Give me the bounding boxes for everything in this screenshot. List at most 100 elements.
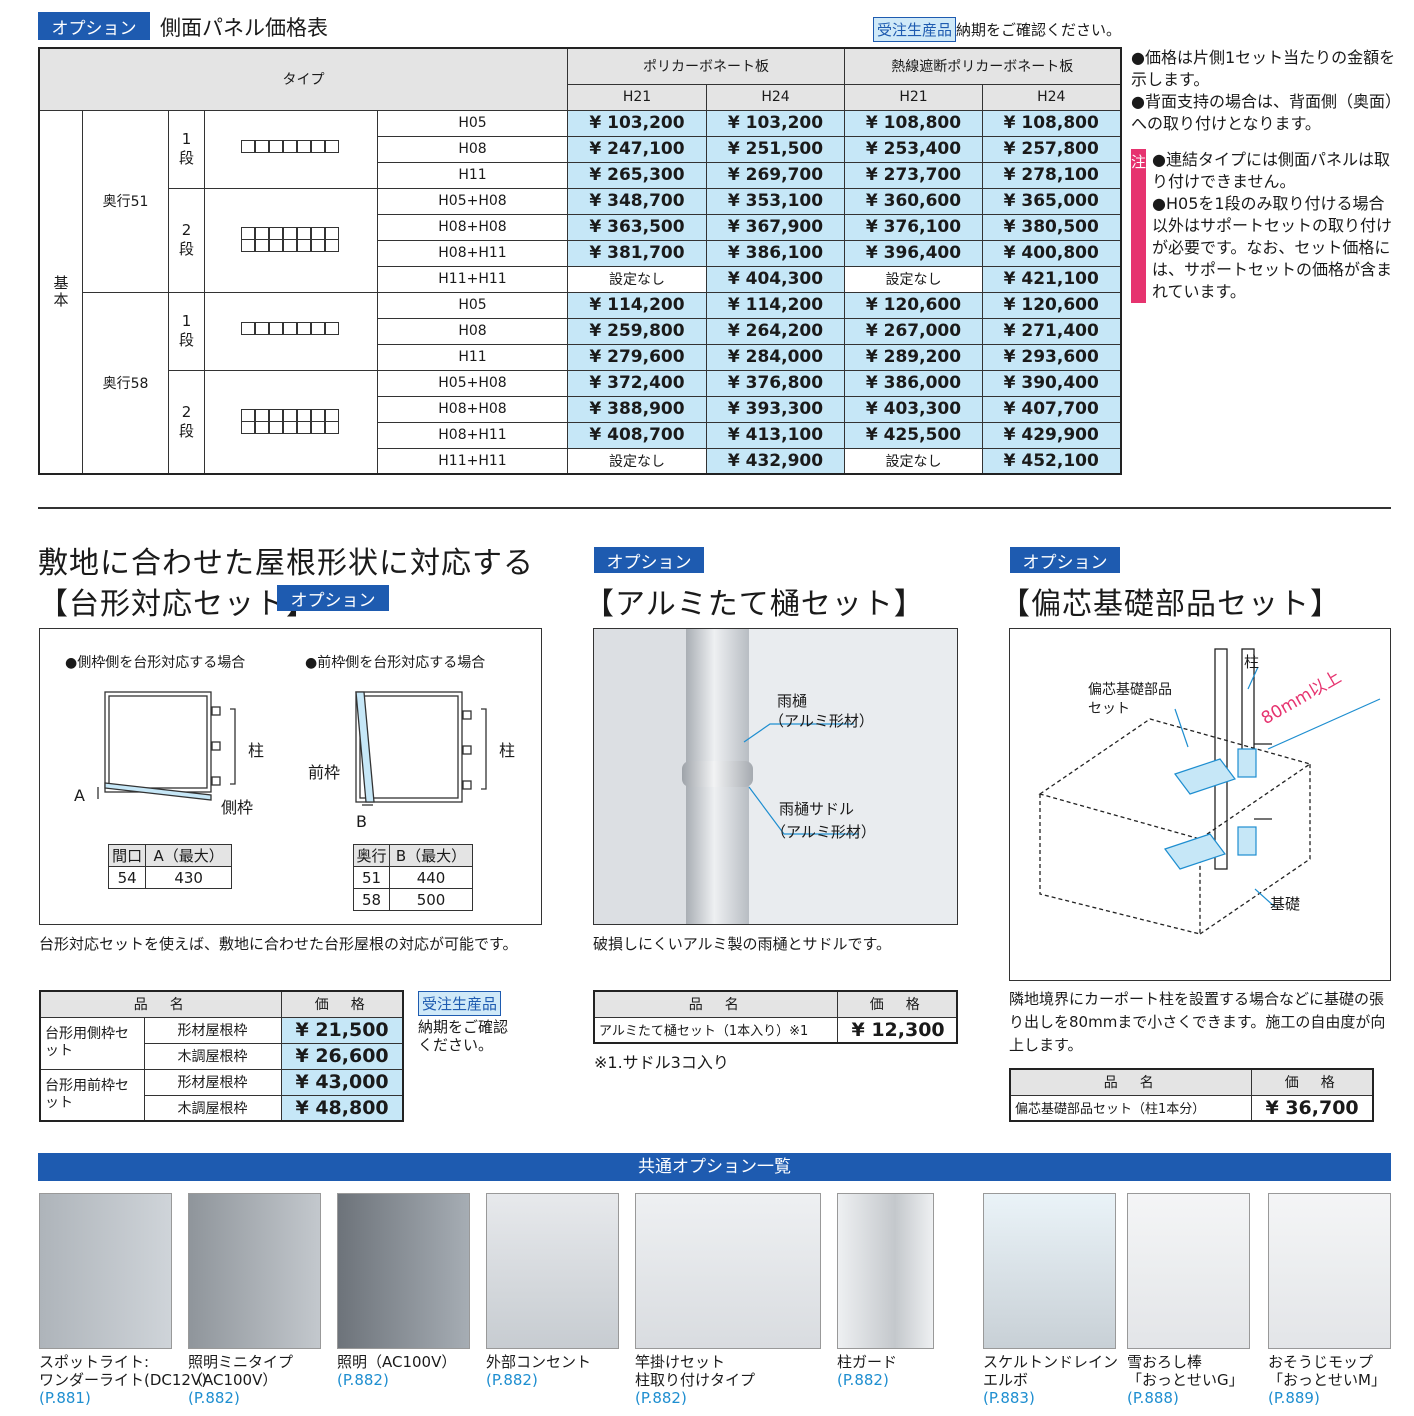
option-page-link[interactable]: (P.882) xyxy=(837,1371,889,1389)
option-page-link[interactable]: (P.881) xyxy=(39,1389,91,1407)
offset-heading: 【偏芯基礎部品セット】 xyxy=(1000,587,1341,622)
trap-price-table: 品 名価 格 台形用側枠セット形材屋根枠¥ 21,500 木調屋根枠¥ 26,6… xyxy=(39,990,404,1122)
col-header: 品 名 xyxy=(1009,1068,1252,1096)
front-frame-label: 前枠 xyxy=(308,763,341,782)
panel-layout-icon xyxy=(204,187,378,293)
price-cell: ¥ 120,600 xyxy=(844,291,983,319)
price-cell: ¥ 367,900 xyxy=(706,213,845,241)
trap-heading-line2: 【台形対応セット】 xyxy=(38,587,317,622)
col-header: B（最大） xyxy=(389,844,473,867)
height-label: H08+H08 xyxy=(377,395,568,423)
h24-header: H24 xyxy=(982,83,1121,111)
option-name: 柱ガード xyxy=(837,1353,898,1371)
price-cell: ¥ 381,700 xyxy=(567,239,707,267)
option-caption: 雪おろし棒「おっとせいG」(P.888) xyxy=(1127,1353,1244,1407)
h24-header: H24 xyxy=(706,83,845,111)
price-cell: ¥ 120,600 xyxy=(982,291,1121,319)
warning-label: 注 xyxy=(1131,149,1147,303)
option-name: 外部コンセント xyxy=(486,1353,592,1371)
price-cell: ¥ 273,700 xyxy=(844,161,983,189)
option-caption: おそうじモップ「おっとせいM」(P.889) xyxy=(1268,1353,1386,1407)
cell: 500 xyxy=(389,888,473,911)
price-cell: ¥ 404,300 xyxy=(706,265,845,293)
option-subname: 柱取り付けタイプ xyxy=(635,1371,756,1389)
option-tag: オプション xyxy=(38,12,150,40)
option-page-link[interactable]: (P.882) xyxy=(635,1389,687,1407)
gutter-description: 破損しにくいアルミ製の雨樋とサドルです。 xyxy=(593,935,892,953)
pillar-label: 柱 xyxy=(499,741,516,760)
pillar-label: 柱 xyxy=(248,741,265,760)
gutter-price-table: 品 名価 格 アルミたて樋セット（1本入り）※1¥ 12,300 xyxy=(593,990,958,1044)
label-aluminum: （アルミ形材） xyxy=(771,823,876,841)
option-name: 照明（AC100V） xyxy=(337,1353,457,1371)
price-cell: ¥ 108,800 xyxy=(844,109,983,137)
option-caption: 照明（AC100V）(P.882) xyxy=(337,1353,456,1389)
h21-header: H21 xyxy=(567,83,707,111)
note-back-support: ●背面支持の場合は、背面側（奥面）への取り付けとなります。 xyxy=(1131,92,1393,133)
height-label: H11+H11 xyxy=(377,265,568,293)
cell: 51 xyxy=(352,866,391,889)
side-notes: ●価格は片側1セット当たりの金額を示します。 ●背面支持の場合は、背面側（奥面）… xyxy=(1131,47,1397,303)
price-cell: ¥ 380,500 xyxy=(982,213,1121,241)
option-page-link[interactable]: (P.889) xyxy=(1268,1389,1320,1407)
option-page-link[interactable]: (P.888) xyxy=(1127,1389,1179,1407)
label-offset-set: 偏芯基礎部品セット xyxy=(1088,682,1172,717)
item-label: アルミたて樋セット（1本入り）※1 xyxy=(593,1016,838,1044)
price-cell: ¥ 12,300 xyxy=(836,1016,958,1044)
option-name: スケルトンドレイン xyxy=(983,1353,1119,1371)
option-page-link[interactable]: (P.882) xyxy=(337,1371,389,1389)
h21-header: H21 xyxy=(844,83,983,111)
gutter-heading: 【アルミたて樋セット】 xyxy=(584,587,925,622)
price-cell: ¥ 386,000 xyxy=(844,369,983,397)
option-photo xyxy=(1268,1193,1391,1349)
option-tag: オプション xyxy=(594,547,704,573)
price-cell: ¥ 103,200 xyxy=(567,109,707,137)
option-page-link[interactable]: (P.882) xyxy=(188,1389,240,1407)
common-options-title: 共通オプション一覧 xyxy=(38,1153,1391,1181)
label-aluminum: （アルミ形材） xyxy=(769,712,874,730)
gutter-leaders xyxy=(743,723,859,835)
price-cell: ¥ 407,700 xyxy=(982,395,1121,423)
base-label: 基本 xyxy=(38,109,83,475)
price-cell: ¥ 279,600 xyxy=(567,343,707,371)
price-cell: ¥ 108,800 xyxy=(982,109,1121,137)
table-row: H08+H11¥ 408,700¥ 413,100¥ 425,500¥ 429,… xyxy=(39,421,1121,449)
item-label: 木調屋根枠 xyxy=(143,1094,282,1122)
price-cell: ¥ 353,100 xyxy=(706,187,845,215)
group-side-frame-set: 台形用側枠セット xyxy=(39,1016,145,1070)
item-label: 形材屋根枠 xyxy=(143,1068,282,1096)
price-cell: ¥ 393,300 xyxy=(706,395,845,423)
saddle xyxy=(682,761,753,787)
case-side-frame: ●側枠側を台形対応する場合 xyxy=(65,655,246,671)
label-foundation: 基礎 xyxy=(1270,895,1301,913)
label-saddle: 雨樋サドル xyxy=(779,800,855,818)
option-page-link[interactable]: (P.883) xyxy=(983,1389,1035,1407)
option-page-link[interactable]: (P.882) xyxy=(486,1371,538,1389)
price-cell: ¥ 365,000 xyxy=(982,187,1121,215)
poly-header: ポリカーボネート板 xyxy=(567,47,845,85)
label-pillar: 柱 xyxy=(1244,653,1260,671)
height-label: H11+H11 xyxy=(377,447,568,475)
offset-diagram-box: 偏芯基礎部品セット 柱 80mm以上 基礎 xyxy=(1009,628,1391,981)
price-cell: 設定なし xyxy=(567,265,707,293)
option-subname: （AC100V） xyxy=(188,1371,278,1389)
price-cell: 設定なし xyxy=(844,447,983,475)
order-note: 納期をご確認ください。 xyxy=(956,21,1122,39)
option-name: 照明ミニタイプ xyxy=(188,1353,294,1371)
price-cell: ¥ 376,100 xyxy=(844,213,983,241)
depth-label: 奥行51 xyxy=(82,109,169,293)
price-cell: ¥ 386,100 xyxy=(706,239,845,267)
table-row: H08¥ 247,100¥ 251,500¥ 253,400¥ 257,800 xyxy=(39,135,1121,163)
price-cell: ¥ 21,500 xyxy=(280,1016,404,1044)
price-cell: ¥ 257,800 xyxy=(982,135,1121,163)
panel-title: 側面パネル価格表 xyxy=(160,16,328,40)
cell: 430 xyxy=(145,866,232,889)
price-cell: ¥ 388,900 xyxy=(567,395,707,423)
